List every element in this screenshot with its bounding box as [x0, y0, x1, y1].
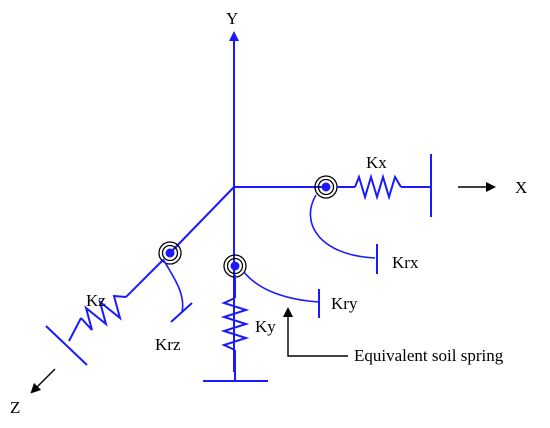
support-node-z — [158, 241, 182, 265]
z-axis-member — [169, 186, 235, 254]
annotation-leader-arrow — [283, 307, 348, 357]
kz-spring — [45, 259, 164, 366]
krz-rotational-spring — [162, 258, 193, 323]
kx-spring — [337, 154, 432, 217]
ky-label: Ky — [255, 317, 276, 336]
kry-rotational-spring — [243, 271, 320, 318]
ky-spring — [203, 275, 268, 382]
support-node-y — [223, 254, 247, 278]
krx-rotational-spring — [309, 194, 378, 274]
kx-label: Kx — [366, 153, 387, 172]
z-axis-label: Z — [10, 398, 20, 417]
support-node-x — [314, 175, 338, 199]
z-direction-arrow — [30, 368, 56, 394]
kry-label: Kry — [331, 294, 358, 313]
krx-label: Krx — [392, 253, 419, 272]
equivalent-soil-spring-label: Equivalent soil spring — [354, 346, 504, 365]
krz-label: Krz — [155, 335, 181, 354]
kz-label: Kz — [86, 291, 106, 310]
x-axis-label: X — [515, 178, 527, 197]
y-axis-label: Y — [226, 9, 238, 28]
